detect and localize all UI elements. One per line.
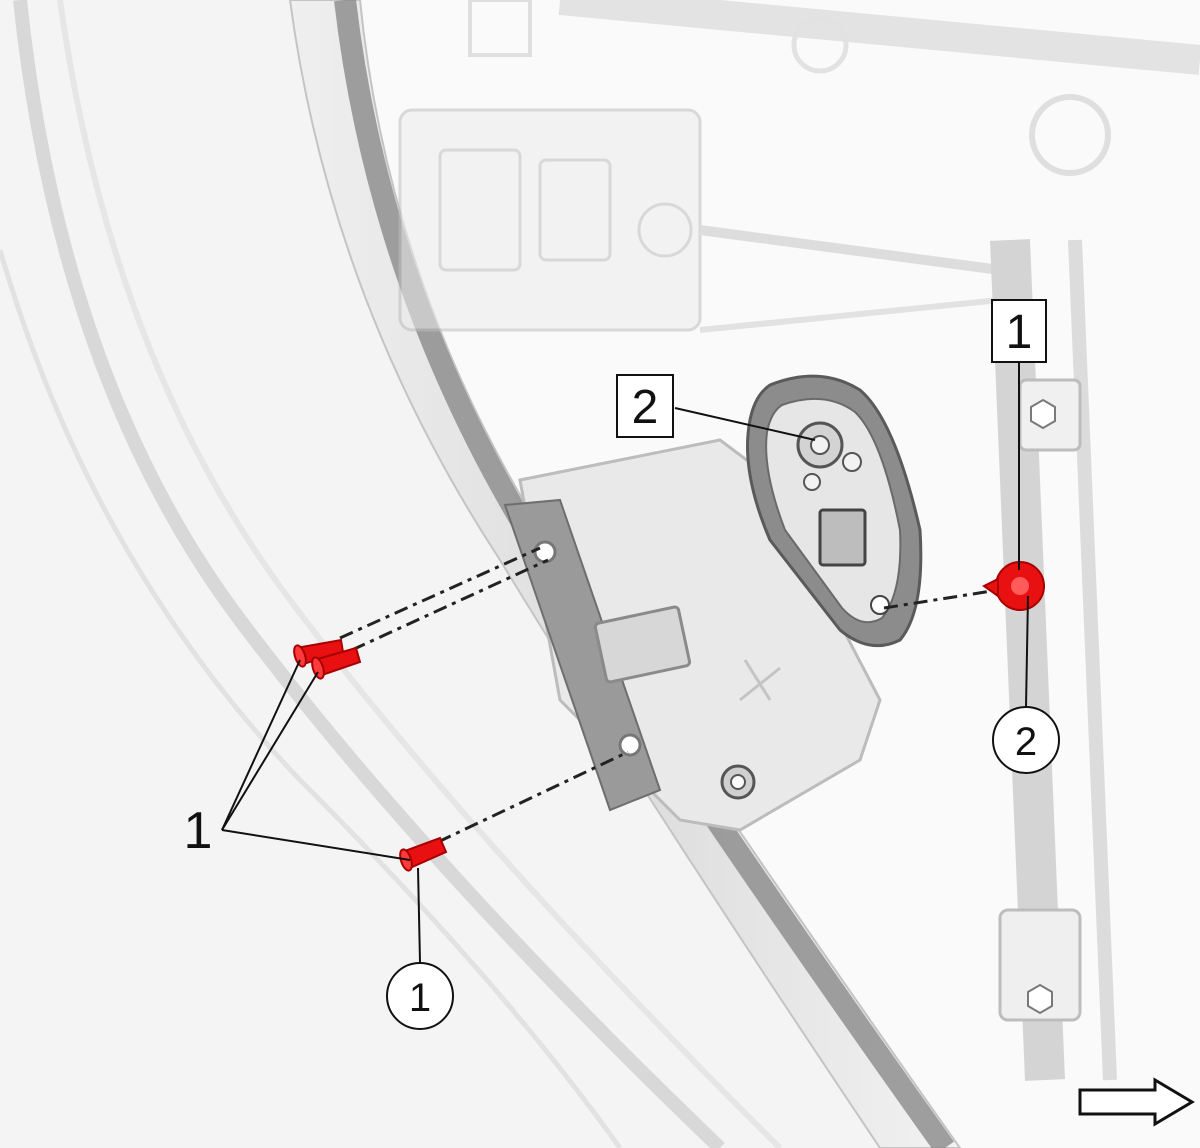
connector-housing — [746, 374, 923, 648]
leader-1-to-screw-a — [221, 659, 301, 831]
callout-box-2-label: 2 — [632, 381, 659, 434]
rail-nut-red — [982, 561, 1045, 611]
leader-circle-2 — [1025, 595, 1029, 708]
fastener-paths — [339, 546, 999, 844]
leader-1-to-screw-b — [221, 671, 319, 831]
callout-circle-1-label: 1 — [409, 976, 431, 1020]
leader-circle-1 — [417, 867, 421, 963]
callout-box-2: 2 — [616, 374, 674, 438]
callout-box-1: 1 — [991, 299, 1047, 363]
nut-icon — [1030, 398, 1056, 430]
callout-plain-1-label: 1 — [184, 802, 213, 860]
leader-box-2 — [674, 407, 816, 441]
screw-path-upper-b — [351, 558, 549, 652]
leader-1-to-screw-lower — [221, 829, 411, 861]
screw-path-lower — [437, 750, 629, 844]
latch-screw-upper-b — [311, 646, 362, 680]
leader-lines — [221, 362, 1029, 963]
screw-path-upper-a — [339, 546, 541, 640]
arrow-right-icon — [1078, 1077, 1195, 1127]
callout-box-1-label: 1 — [1006, 306, 1033, 359]
callout-plain-1: 1 — [184, 802, 213, 860]
screw-path-right — [883, 588, 999, 610]
callout-circle-2-label: 2 — [1015, 720, 1037, 764]
callout-circle-2: 2 — [992, 706, 1060, 774]
callout-circle-1: 1 — [386, 962, 454, 1030]
upper-bracket-assembly — [398, 0, 1200, 333]
nut-icon — [1027, 983, 1053, 1015]
